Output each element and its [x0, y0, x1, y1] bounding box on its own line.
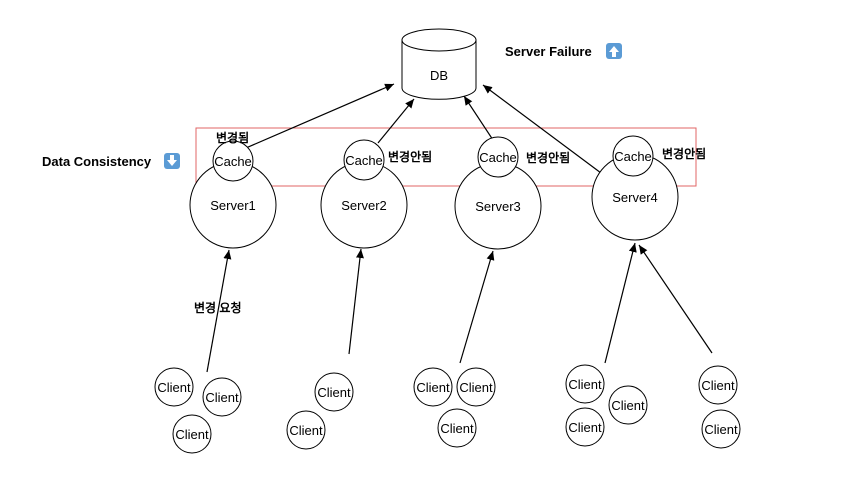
arrow-cache1-db — [238, 83, 395, 152]
client-node: Client — [286, 410, 326, 450]
client-node: Client — [172, 414, 212, 454]
server-failure-annotation: Server Failure — [505, 43, 622, 59]
cache-to-db-arrows — [238, 83, 602, 174]
server-failure-label: Server Failure — [505, 44, 592, 59]
arrow-clients-server2 — [348, 248, 364, 355]
client-label: Client — [317, 385, 351, 400]
cache-2: Cache 변경안됨 — [343, 139, 432, 181]
data-consistency-label: Data Consistency — [42, 154, 152, 169]
server-2: Server2 — [320, 161, 408, 249]
server-1: Server1 — [189, 161, 277, 249]
server-label: Server3 — [475, 199, 521, 214]
arrow-clients-server3 — [459, 250, 495, 364]
server-label: Server4 — [612, 190, 658, 205]
client-label: Client — [416, 380, 450, 395]
cache-label: Cache — [479, 150, 517, 165]
cache-circle — [212, 140, 254, 182]
cache-status: 변경안됨 — [526, 150, 570, 165]
client-group-4: Client Client Client Client Client — [565, 364, 741, 449]
cache-circle — [612, 135, 654, 177]
client-node: Client — [202, 377, 242, 417]
client-label: Client — [568, 377, 602, 392]
cache-label: Cache — [345, 153, 383, 168]
server-3: Server3 — [454, 162, 542, 250]
client-label: Client — [459, 380, 493, 395]
client-label: Client — [175, 427, 209, 442]
data-consistency-annotation: Data Consistency — [42, 153, 180, 169]
client-label: Client — [701, 378, 735, 393]
cache-circle — [477, 136, 519, 178]
arrow-server4-db — [482, 84, 602, 174]
client-node: Client — [456, 367, 496, 407]
client-node: Client — [154, 367, 194, 407]
cache-status: 변경안됨 — [388, 149, 432, 164]
client-node: Client — [701, 409, 741, 449]
client-node: Client — [565, 407, 605, 447]
database: DB — [401, 28, 477, 100]
cache-status: 변경됨 — [216, 130, 249, 145]
cache-consistency-box — [195, 127, 697, 187]
db-label: DB — [430, 68, 448, 83]
client-node: Client — [608, 385, 648, 425]
arrow-cache2-db — [377, 98, 415, 144]
client-label: Client — [289, 423, 323, 438]
cache-1: Cache 변경됨 — [212, 130, 254, 182]
arrow-cache3-db — [463, 95, 494, 141]
arrow-up-icon — [606, 43, 622, 59]
client-group-1: Client Client Client — [154, 367, 242, 454]
cache-3: Cache 변경안됨 — [477, 136, 570, 178]
client-label: Client — [440, 421, 474, 436]
cache-4: Cache 변경안됨 — [612, 135, 706, 177]
client-to-server-arrows — [206, 242, 713, 373]
server-label: Server2 — [341, 198, 387, 213]
arrow-clients-server4b — [638, 244, 713, 354]
client-label: Client — [205, 390, 239, 405]
client-label: Client — [704, 422, 738, 437]
change-request-label: 변경 요청 — [194, 300, 242, 315]
cache-label: Cache — [614, 149, 652, 164]
arrow-clients-server1 — [206, 249, 232, 373]
client-label: Client — [611, 398, 645, 413]
db-cylinder-top — [401, 28, 477, 52]
client-group-3: Client Client Client — [413, 367, 496, 448]
arrow-clients-server4a — [604, 242, 637, 364]
client-node: Client — [565, 364, 605, 404]
client-label: Client — [157, 380, 191, 395]
cache-circle — [343, 139, 385, 181]
client-node: Client — [437, 408, 477, 448]
client-node: Client — [413, 367, 453, 407]
cache-status: 변경안됨 — [662, 146, 706, 161]
client-node: Client — [314, 372, 354, 412]
server-label: Server1 — [210, 198, 256, 213]
client-node: Client — [698, 365, 738, 405]
db-cylinder-body — [401, 40, 477, 100]
client-group-2: Client Client — [286, 372, 354, 450]
arrow-down-icon — [164, 153, 180, 169]
cache-label: Cache — [214, 154, 252, 169]
client-label: Client — [568, 420, 602, 435]
